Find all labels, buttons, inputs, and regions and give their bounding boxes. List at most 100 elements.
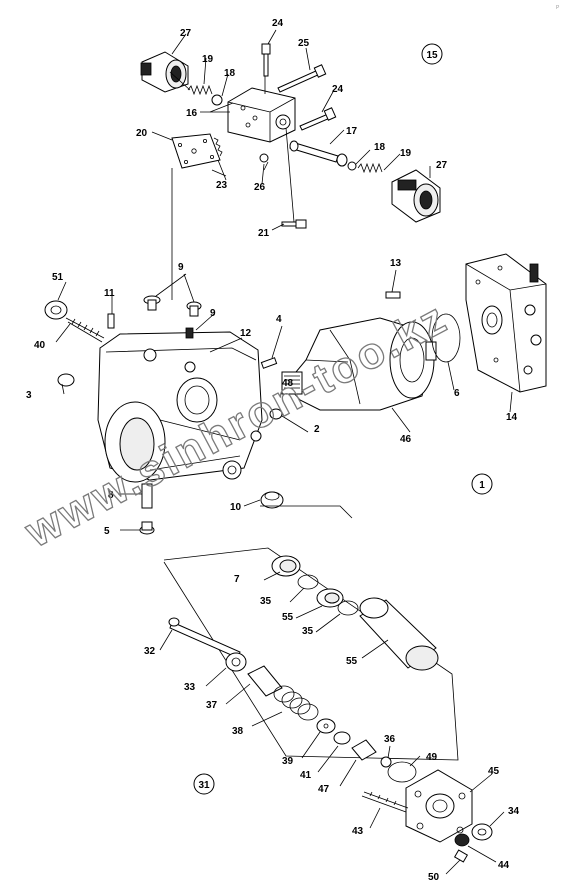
part-label: 2: [314, 424, 320, 435]
seal-49: [380, 756, 392, 768]
bolt-5: [141, 483, 153, 509]
part-label: 12: [240, 328, 252, 339]
part-label: 40: [34, 340, 46, 351]
nut-51: [44, 300, 68, 320]
part-label: 19: [202, 54, 214, 65]
part-label: 41: [300, 770, 312, 781]
part-label: 8: [108, 490, 114, 501]
o-ring-14: [431, 313, 461, 363]
valve-assembly-15: [140, 43, 441, 300]
part-label: 16: [186, 108, 198, 119]
solenoid-27-left: [140, 51, 189, 93]
part-label: 49: [426, 752, 438, 763]
control-unit-3: [465, 253, 547, 393]
part-label: 19: [400, 148, 412, 159]
part-label: 35: [302, 626, 314, 637]
bushing-35-lower: [316, 588, 344, 608]
part-label: 38: [232, 726, 244, 737]
part-label: 51: [52, 272, 64, 283]
bushing-35-upper: [271, 555, 301, 577]
part-label: 50: [428, 872, 440, 883]
screw-12: [185, 327, 194, 339]
rotating-group-2: [281, 317, 437, 411]
part-label: 4: [276, 314, 282, 325]
spring-39: [273, 685, 319, 721]
spacer-38: [247, 665, 283, 697]
screw-23: [213, 137, 223, 157]
part-label: 34: [508, 806, 520, 817]
bolt-25: [277, 64, 327, 93]
pump-housing-4: [97, 331, 263, 483]
part-label: 17: [346, 126, 358, 137]
valve-block-16: [227, 87, 296, 143]
part-label: 43: [352, 826, 364, 837]
part-label: 9: [210, 308, 216, 319]
sleeve-32: [359, 597, 439, 671]
solenoid-27-right: [391, 169, 441, 223]
collar-37: [225, 652, 247, 672]
part-label: 21: [258, 228, 270, 239]
ring-55-lower: [337, 600, 359, 616]
part-label: 3: [26, 390, 32, 401]
part-label: 37: [206, 700, 218, 711]
plug-36: [351, 739, 377, 761]
part-label: 36: [384, 734, 396, 745]
part-label: 10: [230, 502, 242, 513]
part-label: 14: [506, 412, 518, 423]
spring-19-right: [357, 162, 383, 174]
plug-46: [57, 373, 75, 387]
screw-10: [139, 521, 155, 535]
part-labels: 27 19 18 16 20 24 25 24 17 18 19 27 23 2…: [26, 18, 520, 883]
part-label: 32: [144, 646, 156, 657]
ring-18-right: [347, 161, 357, 171]
spring-19-left: [187, 84, 213, 96]
bolt-24-top: [261, 43, 271, 77]
nut-43: [471, 823, 493, 841]
part-label: 25: [298, 38, 310, 49]
part-label: 45: [488, 766, 500, 777]
cover-34: [405, 769, 473, 843]
part-label: 6: [454, 388, 460, 399]
bolt-44: [361, 791, 409, 813]
part-label: 20: [136, 128, 148, 139]
disc-41: [316, 718, 336, 734]
pin-6: [385, 291, 401, 299]
svg-text:31: 31: [198, 780, 210, 791]
part-label: 48: [282, 378, 294, 389]
part-label: 47: [318, 784, 330, 795]
plug-7: [260, 491, 284, 509]
o-ring-45: [387, 761, 417, 783]
svg-text:15: 15: [426, 50, 438, 61]
lower-assembly-31: [163, 505, 493, 863]
screw-48: [453, 849, 469, 863]
watermark: www.sinhron-too.kz: [17, 293, 456, 558]
pin-11: [107, 313, 115, 329]
part-label: 18: [374, 142, 386, 153]
nut-50: [454, 833, 470, 847]
seal-26: [259, 153, 269, 163]
part-label: 35: [260, 596, 272, 607]
bolt-24-right: [299, 107, 337, 131]
plate-20: [171, 133, 221, 169]
part-label: 13: [390, 258, 402, 269]
part-label: 9: [178, 262, 184, 273]
ref-circle-15: 15: [421, 43, 443, 65]
part-label: 26: [254, 182, 266, 193]
part-label: 24: [272, 18, 284, 29]
part-label: 5: [104, 526, 110, 537]
part-label: 39: [282, 756, 294, 767]
part-label: 24: [332, 84, 344, 95]
ring-18-left: [211, 94, 223, 106]
part-label: 27: [180, 28, 192, 39]
part-label: 27: [436, 160, 448, 171]
piston-33: [168, 617, 241, 659]
part-label: 23: [216, 180, 228, 191]
part-label: 55: [346, 656, 358, 667]
svg-text:1: 1: [479, 480, 485, 491]
ring-55-upper: [297, 574, 319, 590]
part-label: 7: [234, 574, 240, 585]
part-label: 44: [498, 860, 510, 871]
pipe-17: [289, 140, 348, 167]
plugs-9: [143, 295, 202, 317]
